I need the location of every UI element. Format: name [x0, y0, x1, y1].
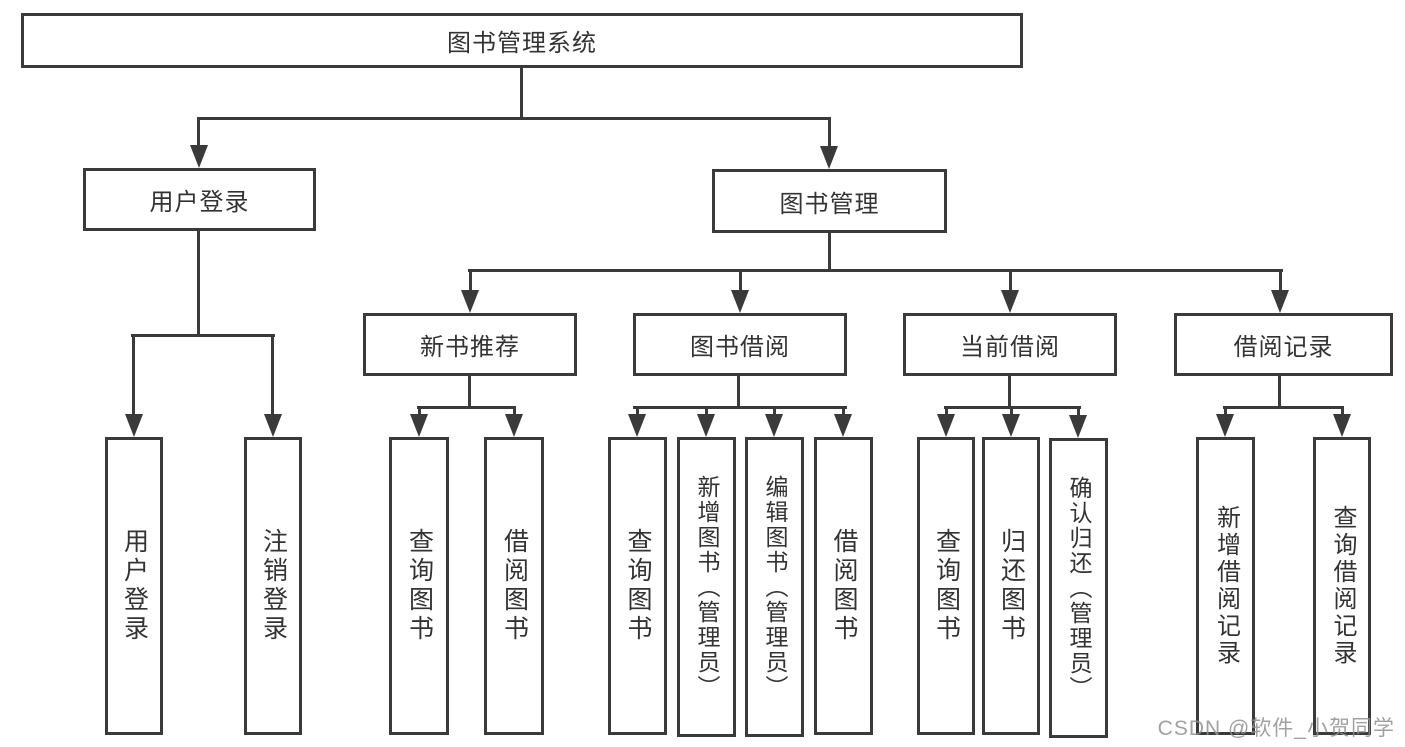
leaf-records-query: 查询借阅记录: [1313, 437, 1371, 735]
leaf-newbooks-query-label: 查询图书: [405, 528, 434, 644]
connector-current-borrow-down: [1008, 376, 1011, 409]
arrowhead-bb-edit: [765, 414, 783, 437]
arrowhead-current-borrow: [1001, 290, 1019, 313]
node-root-library-system: 图书管理系统: [21, 13, 1023, 68]
connector-user-login-down: [197, 231, 200, 337]
connector-cb-query-stem: [945, 406, 948, 416]
connector-new-books-stem: [469, 269, 472, 292]
leaf-current-return: 归还图书: [982, 437, 1040, 735]
arrowhead-bb-add: [697, 414, 715, 437]
leaf-newbooks-borrow: 借阅图书: [484, 437, 544, 735]
leaf-current-confirm-admin: 确认归还（管理员）: [1049, 438, 1108, 738]
connector-login-stem: [132, 334, 135, 416]
arrowhead-cb-return: [1002, 414, 1020, 437]
leaf-current-query: 查询图书: [917, 437, 975, 735]
arrowhead-logout: [264, 414, 282, 437]
node-root-label: 图书管理系统: [447, 30, 597, 57]
leaf-newbooks-borrow-label: 借阅图书: [500, 528, 529, 644]
connector-borrow-records-down: [1278, 376, 1281, 409]
arrowhead-br-query: [1333, 414, 1351, 437]
leaf-records-add: 新增借阅记录: [1196, 437, 1255, 735]
leaf-borrow-edit-admin: 编辑图书（管理员）: [745, 437, 804, 737]
leaf-records-query-label: 查询借阅记录: [1329, 505, 1356, 667]
arrowhead-book-borrow: [731, 290, 749, 313]
connector-bb-edit-stem: [773, 406, 776, 416]
leaf-user-login: 用户登录: [105, 437, 163, 735]
connector-br-query-stem: [1341, 406, 1344, 416]
arrowhead-new-books: [461, 290, 479, 313]
arrowhead-nb-query: [410, 414, 428, 437]
connector-new-books-rail: [417, 406, 516, 409]
arrowhead-cb-query: [937, 414, 955, 437]
arrowhead-login: [125, 414, 143, 437]
leaf-borrow-edit-admin-label: 编辑图书（管理员）: [762, 474, 788, 700]
connector-book-mgmt-down: [828, 233, 831, 272]
connector-nb-borrow-stem: [513, 406, 516, 416]
connector-cb-return-stem: [1010, 406, 1013, 416]
leaf-borrow-add-admin-label: 新增图书（管理员）: [694, 474, 720, 700]
leaf-logout-label: 注销登录: [259, 528, 288, 644]
node-borrow-records: 借阅记录: [1174, 313, 1393, 376]
connector-level3-rail: [468, 269, 1283, 272]
leaf-borrow-book-label: 借阅图书: [830, 528, 858, 644]
connector-level2-rail: [197, 117, 831, 120]
connector-bb-add-stem: [705, 406, 708, 416]
arrowhead-book-mgmt: [820, 146, 838, 169]
leaf-current-confirm-admin-label: 确认归还（管理员）: [1066, 475, 1092, 701]
connector-book-borrow-rail: [633, 406, 847, 409]
node-book-management: 图书管理: [712, 169, 947, 233]
connector-book-borrow-down: [737, 376, 740, 409]
leaf-records-add-label: 新增借阅记录: [1212, 505, 1240, 667]
connector-bb-borrow-stem: [842, 406, 845, 416]
connector-bb-query-stem: [636, 406, 639, 416]
connector-br-add-stem: [1224, 406, 1227, 416]
node-book-borrow: 图书借阅: [633, 313, 847, 376]
arrowhead-nb-borrow: [505, 414, 523, 437]
leaf-current-return-label: 归还图书: [997, 528, 1026, 644]
connector-borrow-records-rail: [1223, 406, 1344, 409]
leaf-borrow-book: 借阅图书: [814, 437, 873, 735]
connector-new-books-down: [468, 376, 471, 409]
connector-current-borrow-stem: [1009, 269, 1012, 292]
connector-cb-confirm-stem: [1077, 406, 1080, 416]
arrowhead-br-add: [1216, 414, 1234, 437]
arrowhead-borrow-records: [1271, 290, 1289, 313]
node-book-management-label: 图书管理: [779, 190, 880, 218]
arrowhead-cb-confirm: [1069, 415, 1087, 438]
leaf-logout: 注销登录: [244, 437, 302, 735]
node-new-book-recommend: 新书推荐: [363, 313, 577, 376]
node-new-book-recommend-label: 新书推荐: [420, 334, 520, 361]
connector-nb-query-stem: [418, 406, 421, 416]
node-current-borrow-label: 当前借阅: [960, 334, 1060, 361]
connector-book-mgmt-stem: [828, 117, 831, 148]
leaf-user-login-label: 用户登录: [120, 528, 149, 644]
leaf-newbooks-query: 查询图书: [389, 437, 449, 735]
connector-logout-stem: [271, 334, 274, 416]
node-user-login: 用户登录: [83, 168, 316, 231]
connector-root-stem: [520, 68, 523, 120]
node-current-borrow: 当前借阅: [903, 313, 1117, 376]
node-borrow-records-label: 借阅记录: [1233, 334, 1334, 361]
connector-borrow-records-stem: [1279, 269, 1282, 292]
arrowhead-bb-borrow: [834, 414, 852, 437]
arrowhead-bb-query: [628, 414, 646, 437]
connector-user-login-stem: [197, 117, 200, 147]
connector-user-login-rail: [131, 334, 275, 337]
connector-book-borrow-stem: [739, 269, 742, 292]
leaf-borrow-query-label: 查询图书: [624, 528, 652, 644]
arrowhead-user-login: [190, 145, 208, 168]
node-user-login-label: 用户登录: [149, 189, 250, 216]
node-book-borrow-label: 图书借阅: [690, 334, 790, 361]
csdn-watermark: CSDN @软件_小贺同学: [1158, 712, 1395, 742]
csdn-watermark-text: CSDN @软件_小贺同学: [1157, 717, 1395, 740]
leaf-current-query-label: 查询图书: [932, 528, 961, 644]
leaf-borrow-query: 查询图书: [608, 437, 667, 735]
leaf-borrow-add-admin: 新增图书（管理员）: [677, 437, 736, 737]
